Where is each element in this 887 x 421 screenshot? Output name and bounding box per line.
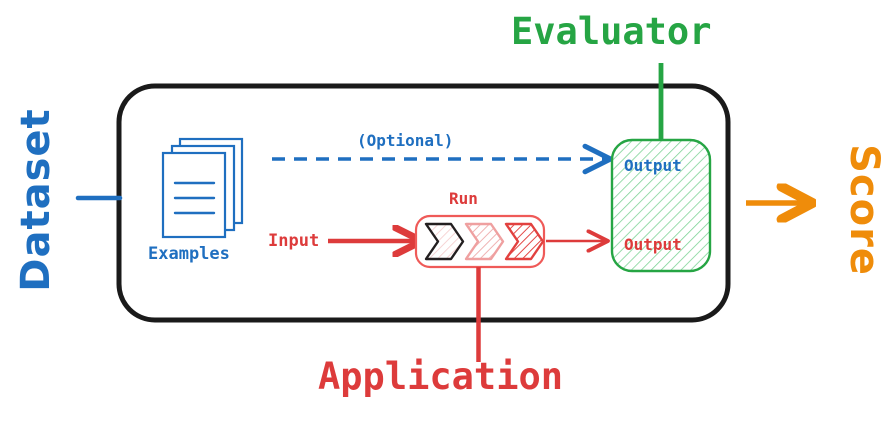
dataset-label: Dataset: [13, 108, 59, 292]
output-reference-label: Output: [624, 156, 682, 175]
evaluator-label: Evaluator: [511, 10, 712, 53]
experiment-boundary: [116, 83, 731, 323]
input-label: Input: [268, 231, 320, 251]
score-label: Score: [841, 144, 887, 276]
stacked-documents-icon: [161, 137, 244, 239]
output-produced-label: Output: [624, 235, 682, 254]
application-label: Application: [318, 355, 564, 398]
run-label: Run: [449, 189, 478, 208]
optional-edge-label: (Optional): [357, 131, 454, 150]
triple-chevron-icon: [424, 222, 545, 261]
examples-label: Examples: [148, 244, 230, 264]
